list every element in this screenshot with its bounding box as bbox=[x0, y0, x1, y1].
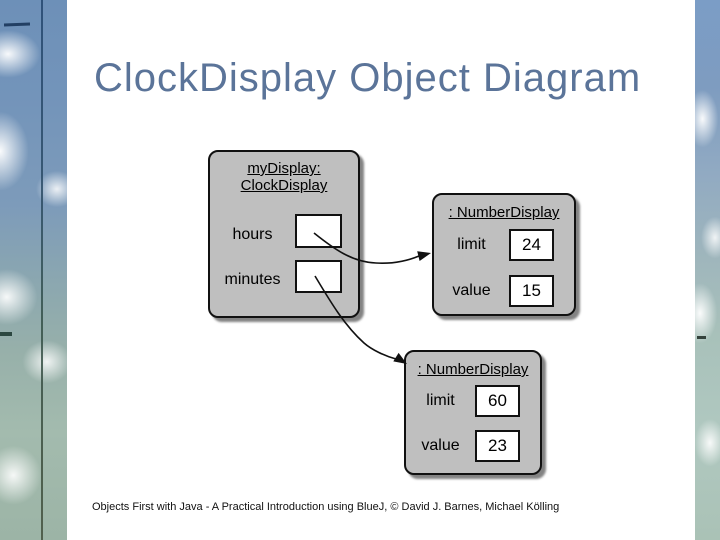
clockdisplay-header: myDisplay: ClockDisplay bbox=[210, 160, 358, 194]
field-label-limit: limit bbox=[457, 236, 486, 253]
numberdisplay-object-box-hours: : NumberDisplay limit 24 value 15 bbox=[432, 193, 576, 316]
field-value-value: 15 bbox=[509, 275, 554, 307]
border-ink-dash bbox=[3, 22, 31, 27]
slide-footer-credit: Objects First with Java - A Practical In… bbox=[92, 501, 560, 513]
object-class-label: : NumberDisplay bbox=[417, 361, 529, 378]
field-label-limit: limit bbox=[426, 392, 455, 409]
field-label-hours: hours bbox=[232, 226, 273, 243]
field-slot-minutes bbox=[295, 260, 342, 293]
field-value-limit: 60 bbox=[475, 385, 520, 417]
slide-title: ClockDisplay Object Diagram bbox=[94, 56, 642, 100]
numberdisplay-object-box-minutes: : NumberDisplay limit 60 value 23 bbox=[404, 350, 542, 475]
object-class-label: : NumberDisplay bbox=[448, 204, 560, 221]
right-watercolor-border bbox=[695, 0, 720, 540]
border-ink-dash bbox=[0, 332, 12, 336]
object-class-label: ClockDisplay bbox=[240, 177, 328, 194]
numberdisplay-header: : NumberDisplay bbox=[434, 204, 574, 221]
numberdisplay-header: : NumberDisplay bbox=[406, 361, 540, 378]
arrowhead-hours bbox=[417, 251, 431, 261]
field-value-value: 23 bbox=[475, 430, 520, 462]
field-slot-hours bbox=[295, 214, 342, 248]
field-value-limit: 24 bbox=[509, 229, 554, 261]
border-ink-dash bbox=[697, 336, 706, 339]
border-seam-line bbox=[41, 0, 43, 540]
field-label-value: value bbox=[452, 282, 491, 299]
field-label-minutes: minutes bbox=[224, 271, 281, 288]
field-label-value: value bbox=[421, 437, 460, 454]
left-watercolor-border bbox=[0, 0, 67, 540]
clockdisplay-object-box: myDisplay: ClockDisplay hours minutes bbox=[208, 150, 360, 318]
object-name-label: myDisplay: bbox=[247, 160, 321, 177]
